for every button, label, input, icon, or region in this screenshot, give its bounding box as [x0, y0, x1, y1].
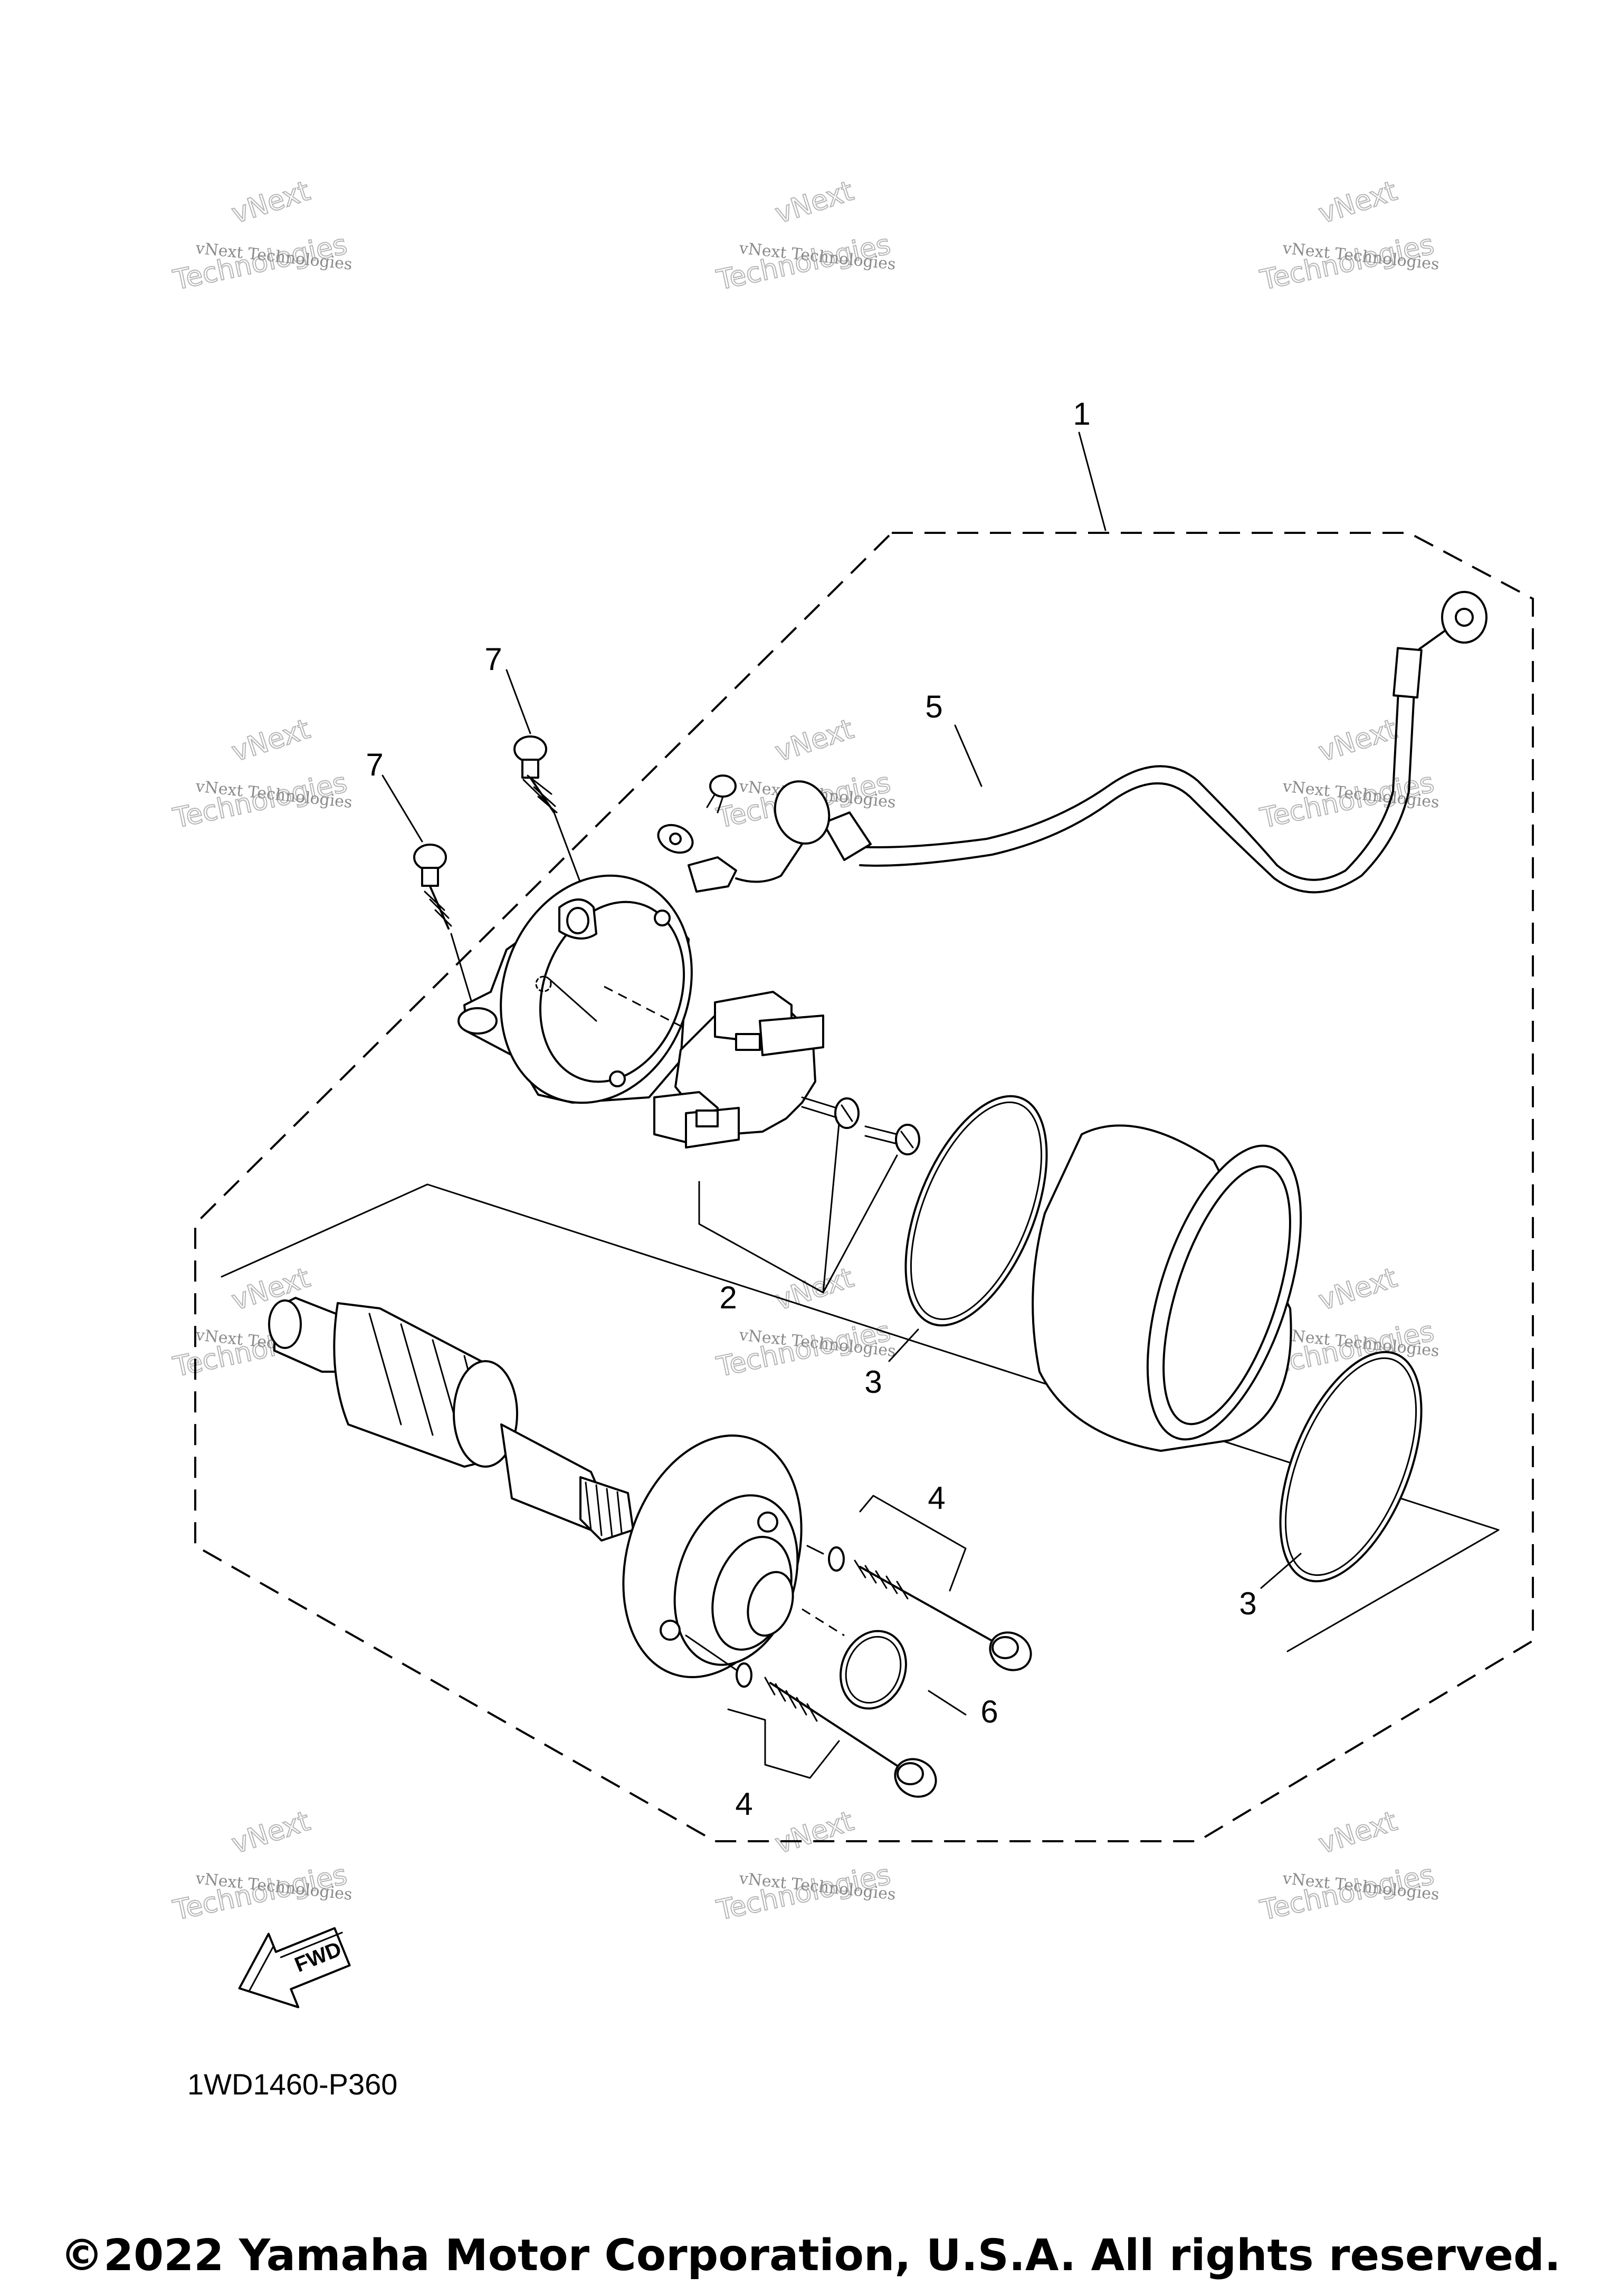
brush-screw-2 — [864, 1124, 920, 1155]
through-bolt-4-lower — [685, 1634, 937, 1798]
watermark-12: vNext Technologies vNext Technologies — [1257, 1805, 1440, 1927]
fwd-arrow-icon: FWD — [238, 1927, 351, 2008]
callout-5: 5 — [925, 689, 942, 724]
o-ring-6 — [840, 1630, 907, 1710]
rear-bracket — [622, 1434, 803, 1678]
watermark-text-large: vNext — [771, 1805, 857, 1860]
o-ring-3-lower — [1279, 1351, 1423, 1583]
front-bracket — [457, 874, 693, 1104]
o-ring-3-upper — [904, 1095, 1048, 1327]
callout-4-lower: 4 — [735, 1786, 752, 1822]
watermark-text-large: vNext — [1315, 1805, 1401, 1860]
sub-assembly-frame — [221, 1183, 1500, 1652]
watermark-text-large: vNext — [771, 713, 857, 768]
callout-3-upper: 3 — [864, 1364, 882, 1400]
assembly-boundary — [194, 532, 1534, 1842]
bolt-4-upper-bracket — [859, 1495, 967, 1592]
watermark-text-large: vNext — [771, 175, 857, 230]
brush-holder — [653, 991, 824, 1149]
bolt-7-upper — [513, 735, 587, 898]
watermark-4: vNext Technologies vNext Technologies — [170, 713, 353, 835]
callout-1: 1 — [1073, 396, 1090, 432]
brush-screw-1 — [801, 1096, 860, 1129]
yoke-body — [1032, 1124, 1302, 1452]
watermark-10: vNext Technologies vNext Technologies — [170, 1805, 353, 1927]
callout-7-upper: 7 — [484, 642, 502, 677]
assembly-axis-armature — [802, 1608, 845, 1637]
watermark-11: vNext Technologies vNext Technologies — [713, 1805, 897, 1927]
watermark-text-large: vNext — [228, 713, 314, 768]
watermark-text-large: vNext — [228, 1805, 314, 1860]
callout-2: 2 — [719, 1280, 737, 1315]
bolt-7-lower — [413, 844, 476, 1014]
brush-callout-bracket — [698, 1123, 898, 1294]
callout-6: 6 — [980, 1694, 998, 1729]
watermark-text-large: vNext — [228, 175, 314, 230]
bolt-4-lower-bracket — [727, 1708, 840, 1779]
armature — [268, 1297, 634, 1542]
watermark-2: vNext Technologies vNext Technologies — [713, 175, 897, 297]
callout-leaders — [382, 432, 1302, 1716]
callout-4-upper: 4 — [928, 1480, 945, 1516]
callout-3-lower: 3 — [1239, 1586, 1256, 1621]
through-bolt-4-upper — [806, 1545, 1032, 1671]
watermark-1: vNext Technologies vNext Technologies — [170, 175, 353, 297]
lead-wire — [657, 591, 1487, 894]
copyright-notice: ©2022 Yamaha Motor Corporation, U.S.A. A… — [60, 2231, 1561, 2281]
drawing-code: 1WD1460-P360 — [187, 2068, 397, 2101]
watermark-text-large: vNext — [1315, 175, 1401, 230]
watermark-3: vNext Technologies vNext Technologies — [1257, 175, 1440, 297]
o-ring-3-upper-inner — [910, 1101, 1043, 1321]
o-ring-6-inner — [845, 1635, 902, 1704]
o-ring-3-lower-inner — [1284, 1357, 1417, 1576]
watermark-text-large: vNext — [1315, 713, 1401, 768]
callout-7-lower: 7 — [366, 747, 383, 782]
watermark-text-large: vNext — [1315, 1262, 1401, 1317]
